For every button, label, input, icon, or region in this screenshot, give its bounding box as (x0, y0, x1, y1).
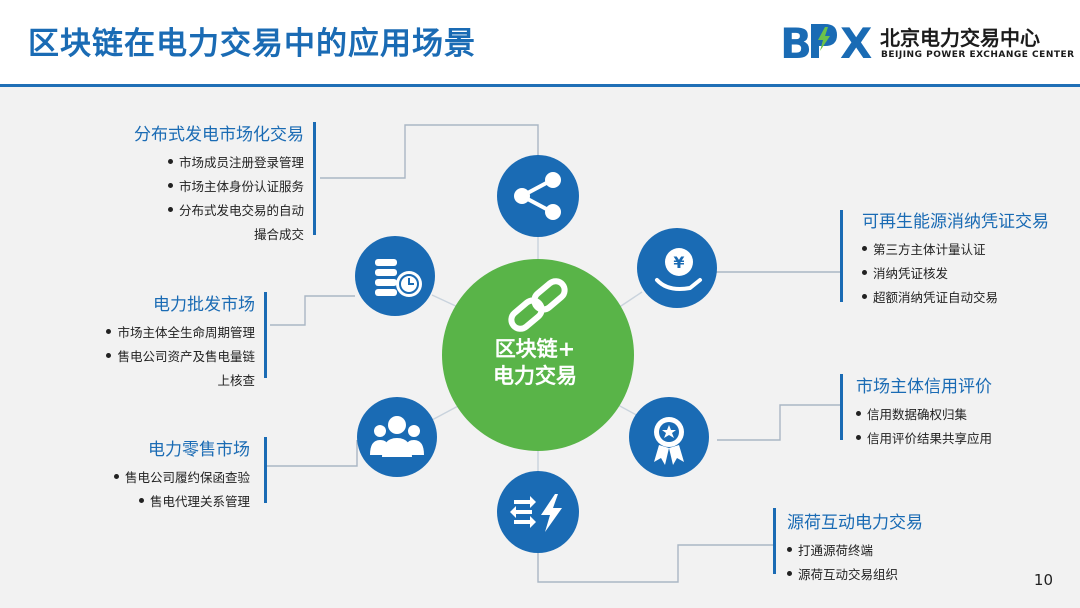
svg-text:B: B (780, 19, 812, 64)
group-credit: 市场主体信用评价 信用数据确权归集 信用评价结果共享应用 (856, 372, 992, 451)
bullet-icon (138, 498, 144, 503)
bpx-logo-icon: B X (780, 19, 872, 64)
list-item: 上核查 (217, 373, 255, 388)
chain-link-icon (508, 278, 568, 332)
share-icon (514, 172, 561, 220)
connector-distributed (320, 124, 539, 179)
svg-text:X: X (840, 19, 872, 64)
group-title: 分布式发电市场化交易 (134, 125, 304, 145)
group-title: 市场主体信用评价 (856, 377, 992, 397)
list-item: 第三方主体计量认证 (862, 238, 1049, 262)
bar-credit (840, 374, 843, 440)
list-item: 信用数据确权归集 (856, 403, 992, 427)
list-item: 市场主体身份认证服务 (134, 175, 304, 199)
list-item: 市场成员注册登录管理 (134, 151, 304, 175)
group-retail: 电力零售市场 售电公司履约保函查验 售电代理关系管理 (113, 435, 250, 514)
bullet-icon (167, 207, 173, 212)
list-item: 信用评价结果共享应用 (856, 427, 992, 451)
bullet-icon (856, 411, 861, 416)
list-item: 分布式发电交易的自动 (134, 199, 304, 223)
list-item: 售电公司履约保函查验 (113, 466, 250, 490)
bullet-icon (787, 571, 792, 576)
bullet-icon (167, 159, 173, 164)
bar-retail (264, 437, 267, 503)
bar-wholesale (264, 292, 267, 378)
spoke-lower-left (431, 404, 461, 421)
coins-clock-icon-circle (355, 236, 435, 316)
logo-name-cn: 北京电力交易中心 (880, 26, 1040, 50)
bar-distributed (313, 122, 316, 235)
yuan-hand-icon-circle: ¥ (637, 228, 717, 308)
group-source-load: 源荷互动电力交易 打通源荷终端 源荷互动交易组织 (787, 508, 923, 587)
award-badge-icon (654, 417, 684, 465)
bar-renewable (840, 210, 843, 302)
list-item: 打通源荷终端 (787, 539, 923, 563)
group-title: 电力零售市场 (148, 440, 250, 460)
bullet-icon (862, 246, 867, 251)
list-item: 消纳凭证核发 (862, 262, 1049, 286)
connector-source-load (537, 544, 775, 583)
bullet-icon (856, 435, 861, 440)
list-item: 售电代理关系管理 (114, 490, 250, 514)
header-bar (0, 0, 1080, 86)
connector-wholesale (270, 295, 355, 326)
yuan-hand-icon: ¥ (673, 253, 684, 272)
group-distributed: 分布式发电市场化交易 市场成员注册登录管理 市场主体身份认证服务 分布式发电交易… (134, 120, 304, 247)
list-item: 超额消纳凭证自动交易 (862, 286, 1049, 310)
spoke-upper-left (431, 294, 461, 309)
list-item: 售电公司资产及售电量链 (106, 345, 255, 369)
bar-source-load (773, 508, 776, 574)
bullet-icon (106, 329, 112, 334)
bullet-icon (167, 183, 173, 188)
bullet-icon (862, 294, 867, 299)
users-group-icon (370, 416, 424, 457)
group-renewable: 可再生能源消纳凭证交易 第三方主体计量认证 消纳凭证核发 超额消纳凭证自动交易 (862, 207, 1049, 310)
bullet-icon (106, 353, 112, 358)
spoke-upper-right (617, 291, 643, 309)
logo-name-en: BEIJING POWER EXCHANGE CENTER (881, 50, 1075, 60)
bullet-icon (862, 270, 867, 275)
group-title: 源荷互动电力交易 (787, 513, 923, 533)
center-label-line2: 电力交易 (493, 364, 577, 388)
header-divider (0, 84, 1080, 87)
group-wholesale: 电力批发市场 市场主体全生命周期管理 售电公司资产及售电量链 上核查 (106, 290, 255, 393)
center-label: 区块链+ 电力交易 (450, 336, 620, 390)
page-number: 10 (1033, 571, 1053, 589)
list-item: 市场主体全生命周期管理 (106, 321, 255, 345)
connector-retail (267, 440, 358, 467)
share-icon-circle (497, 155, 579, 237)
arrows-lightning-icon (510, 494, 562, 532)
bullet-icon (113, 474, 119, 479)
bullet-icon (787, 547, 792, 552)
arrows-lightning-icon-circle (497, 471, 579, 553)
group-title: 可再生能源消纳凭证交易 (862, 212, 1049, 232)
users-group-icon-circle (357, 397, 437, 477)
page-title: 区块链在电力交易中的应用场景 (28, 26, 476, 62)
group-title: 电力批发市场 (153, 295, 255, 315)
center-circle (442, 259, 634, 451)
list-item: 源荷互动交易组织 (787, 563, 923, 587)
list-item: 撮合成交 (253, 227, 304, 242)
connector-credit (717, 404, 840, 441)
center-label-line1: 区块链+ (494, 337, 576, 361)
award-badge-icon-circle (629, 397, 709, 477)
